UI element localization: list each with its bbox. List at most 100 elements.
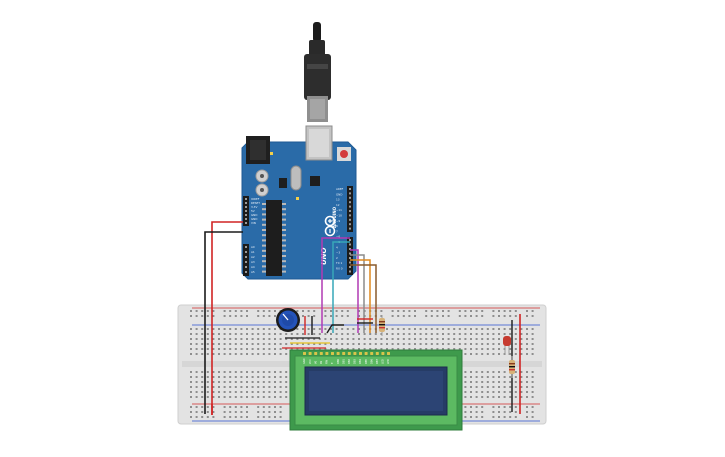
breadboard-hole[interactable] [201, 343, 204, 345]
breadboard-hole[interactable] [341, 328, 344, 330]
breadboard-hole[interactable] [240, 353, 243, 355]
breadboard-hole[interactable] [514, 310, 517, 312]
breadboard-hole[interactable] [509, 353, 512, 355]
breadboard-hole[interactable] [470, 343, 472, 345]
breadboard-hole[interactable] [195, 381, 198, 383]
breadboard-hole[interactable] [229, 396, 232, 398]
breadboard-hole[interactable] [447, 315, 450, 317]
header-pin[interactable] [245, 261, 247, 263]
breadboard-hole[interactable] [195, 406, 198, 408]
breadboard-hole[interactable] [212, 381, 215, 383]
breadboard-hole[interactable] [414, 338, 416, 340]
breadboard-hole[interactable] [229, 386, 232, 388]
breadboard-hole[interactable] [346, 348, 349, 350]
breadboard-hole[interactable] [386, 338, 388, 340]
breadboard-hole[interactable] [285, 353, 288, 355]
breadboard-hole[interactable] [302, 343, 304, 345]
breadboard-hole[interactable] [503, 416, 506, 418]
breadboard-hole[interactable] [386, 343, 388, 345]
breadboard-hole[interactable] [492, 310, 495, 312]
breadboard-hole[interactable] [408, 315, 411, 317]
breadboard-hole[interactable] [274, 328, 276, 330]
header-pin[interactable] [349, 210, 351, 212]
breadboard-hole[interactable] [274, 343, 276, 345]
breadboard-hole[interactable] [397, 338, 400, 340]
breadboard-hole[interactable] [223, 348, 226, 350]
breadboard-hole[interactable] [464, 338, 467, 340]
breadboard-hole[interactable] [257, 310, 260, 312]
breadboard-hole[interactable] [313, 310, 316, 312]
breadboard-hole[interactable] [374, 333, 377, 335]
breadboard-hole[interactable] [318, 348, 321, 350]
breadboard-hole[interactable] [268, 310, 271, 312]
breadboard-hole[interactable] [246, 343, 248, 345]
breadboard-hole[interactable] [324, 310, 327, 312]
breadboard-hole[interactable] [475, 333, 478, 335]
breadboard-hole[interactable] [195, 310, 198, 312]
header-pin[interactable] [349, 261, 351, 264]
breadboard-hole[interactable] [458, 348, 461, 350]
breadboard-hole[interactable] [408, 333, 411, 335]
breadboard-hole[interactable] [229, 376, 232, 378]
breadboard-hole[interactable] [290, 348, 293, 350]
breadboard-hole[interactable] [246, 386, 248, 388]
breadboard-hole[interactable] [352, 348, 355, 350]
breadboard-hole[interactable] [509, 416, 512, 418]
breadboard-hole[interactable] [307, 315, 310, 317]
breadboard-hole[interactable] [262, 396, 265, 398]
breadboard-hole[interactable] [481, 396, 484, 398]
breadboard-hole[interactable] [190, 315, 192, 317]
breadboard-hole[interactable] [234, 315, 237, 317]
breadboard-hole[interactable] [257, 328, 260, 330]
breadboard-hole[interactable] [425, 315, 428, 317]
breadboard-hole[interactable] [262, 338, 265, 340]
breadboard-hole[interactable] [430, 338, 433, 340]
breadboard-hole[interactable] [195, 333, 198, 335]
breadboard-hole[interactable] [212, 348, 215, 350]
breadboard-hole[interactable] [453, 328, 456, 330]
breadboard-hole[interactable] [212, 371, 215, 373]
breadboard-hole[interactable] [481, 353, 484, 355]
breadboard-hole[interactable] [313, 328, 316, 330]
breadboard-hole[interactable] [430, 333, 433, 335]
breadboard-hole[interactable] [531, 348, 534, 350]
breadboard-hole[interactable] [514, 386, 517, 388]
breadboard-hole[interactable] [268, 396, 271, 398]
breadboard-hole[interactable] [531, 396, 534, 398]
breadboard-hole[interactable] [330, 328, 332, 330]
breadboard-hole[interactable] [268, 353, 271, 355]
breadboard-hole[interactable] [285, 371, 288, 373]
breadboard-hole[interactable] [330, 343, 332, 345]
breadboard-hole[interactable] [190, 386, 192, 388]
breadboard-hole[interactable] [503, 391, 506, 393]
breadboard-hole[interactable] [503, 381, 506, 383]
breadboard-hole[interactable] [358, 310, 360, 312]
breadboard-hole[interactable] [514, 391, 517, 393]
breadboard-hole[interactable] [520, 376, 523, 378]
breadboard-hole[interactable] [498, 343, 500, 345]
breadboard-hole[interactable] [206, 406, 209, 408]
breadboard-hole[interactable] [503, 310, 506, 312]
breadboard-hole[interactable] [206, 396, 209, 398]
breadboard-hole[interactable] [251, 343, 254, 345]
breadboard-hole[interactable] [492, 348, 495, 350]
breadboard-hole[interactable] [223, 386, 226, 388]
breadboard-hole[interactable] [492, 371, 495, 373]
header-pin[interactable] [349, 227, 351, 230]
breadboard-hole[interactable] [503, 333, 506, 335]
breadboard-hole[interactable] [262, 391, 265, 393]
breadboard-hole[interactable] [251, 353, 254, 355]
breadboard-hole[interactable] [246, 353, 248, 355]
breadboard-hole[interactable] [240, 416, 243, 418]
breadboard-hole[interactable] [397, 315, 400, 317]
breadboard-hole[interactable] [229, 343, 232, 345]
breadboard-hole[interactable] [397, 348, 400, 350]
breadboard-hole[interactable] [470, 376, 472, 378]
header-pin[interactable] [245, 266, 247, 268]
breadboard-hole[interactable] [475, 348, 478, 350]
breadboard-hole[interactable] [520, 338, 523, 340]
breadboard-hole[interactable] [481, 310, 484, 312]
header-pin[interactable] [245, 214, 247, 216]
breadboard-hole[interactable] [352, 333, 355, 335]
wire-orange-db6[interactable] [350, 259, 371, 333]
